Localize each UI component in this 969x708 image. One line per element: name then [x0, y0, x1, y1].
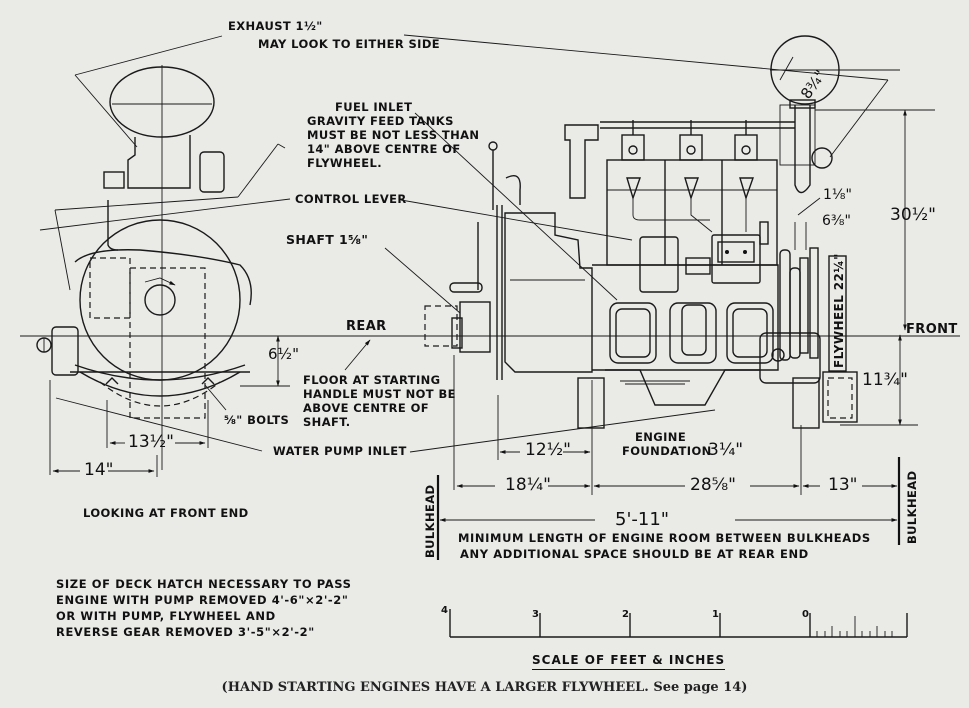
scale-tick-2: 2: [622, 609, 629, 620]
note-min-length-1: MINIMUM LENGTH OF ENGINE ROOM BETWEEN BU…: [458, 531, 871, 545]
label-fuel-note-3: 14" ABOVE CENTRE OF: [307, 142, 461, 156]
label-flywheel: FLYWHEEL 22¼": [832, 253, 846, 368]
note-deck-hatch-4: REVERSE GEAR REMOVED 3'-5"×2'-2": [56, 625, 315, 639]
label-floor-note-4: SHAFT.: [303, 415, 351, 429]
label-fuel-note-1: GRAVITY FEED TANKS: [307, 114, 454, 128]
dim-total-length: 5'-11": [615, 509, 670, 530]
note-deck-hatch-2: ENGINE WITH PUMP REMOVED 4'-6"×2'-2": [56, 593, 349, 607]
dim-rear-12-1-2: 12½": [525, 440, 571, 460]
label-control-lever: CONTROL LEVER: [295, 192, 407, 206]
dim-height-bottom: 11¾": [862, 370, 908, 390]
label-exhaust: EXHAUST 1½": [228, 19, 323, 33]
label-water-pump-inlet: WATER PUMP INLET: [273, 444, 407, 458]
dim-bolt-span: 13½": [128, 432, 174, 452]
note-deck-hatch-1: SIZE OF DECK HATCH NECESSARY TO PASS: [56, 577, 352, 591]
scale-tick-3: 3: [532, 609, 539, 620]
leader-lines: [39, 112, 716, 453]
dim-gap-6-3-8: 6⅜": [822, 213, 851, 229]
dim-front-clear: 13": [828, 475, 858, 495]
label-fuel-note-2: MUST BE NOT LESS THAN: [307, 128, 480, 142]
scale-tick-0: 0: [802, 609, 809, 620]
note-min-length-2: ANY ADDITIONAL SPACE SHOULD BE AT REAR E…: [460, 547, 809, 561]
label-shaft: SHAFT 1⅝": [286, 232, 369, 247]
dim-rear-18-1-4: 18¼": [505, 475, 551, 495]
dim-foundation-width: 3¼": [708, 440, 744, 460]
foundation-rear: [577, 377, 605, 429]
label-floor-note-1: FLOOR AT STARTING: [303, 373, 441, 387]
label-floor-note-3: ABOVE CENTRE OF: [303, 401, 430, 415]
dimension-lines: [49, 109, 935, 560]
label-looking-front: LOOKING AT FRONT END: [83, 506, 249, 520]
cylinder-heads: [600, 120, 795, 161]
label-engine-foundation-1: ENGINE: [635, 430, 687, 444]
label-bolts: ⅝" BOLTS: [224, 413, 290, 427]
scale-title: SCALE OF FEET & INCHES: [532, 653, 726, 670]
foundation-front: [792, 377, 820, 429]
dim-shaft-drop: 6½": [268, 345, 299, 363]
label-engine-foundation-2: FOUNDATION: [622, 444, 712, 458]
dim-middle: 28⅝": [690, 475, 736, 495]
note-deck-hatch-3: OR WITH PUMP, FLYWHEEL AND: [56, 609, 276, 623]
page-caption: (HAND STARTING ENGINES HAVE A LARGER FLY…: [221, 680, 748, 695]
label-rear: REAR: [346, 319, 387, 334]
dim-gap-1-1-8: 1⅛": [823, 187, 852, 203]
flywheel-front: [79, 219, 241, 381]
dim-height-top: 30½": [890, 205, 936, 225]
label-bulkhead-left: BULKHEAD: [423, 484, 437, 558]
label-bulkhead-right: BULKHEAD: [905, 470, 919, 544]
exhaust-leaders: [74, 34, 889, 158]
label-fuel-note-4: FLYWHEEL.: [307, 156, 383, 170]
label-front: FRONT: [906, 322, 958, 337]
front-view: [36, 65, 252, 470]
scale-tick-1: 1: [712, 609, 719, 620]
label-exhaust-note: MAY LOOK TO EITHER SIDE: [258, 37, 441, 51]
scale-bar: [449, 609, 908, 638]
scale-tick-4: 4: [441, 605, 448, 616]
side-view: [20, 35, 960, 429]
label-fuel-inlet: FUEL INLET: [335, 100, 413, 114]
label-floor-note-2: HANDLE MUST NOT BE: [303, 387, 456, 401]
dim-front-width: 14": [84, 460, 114, 480]
